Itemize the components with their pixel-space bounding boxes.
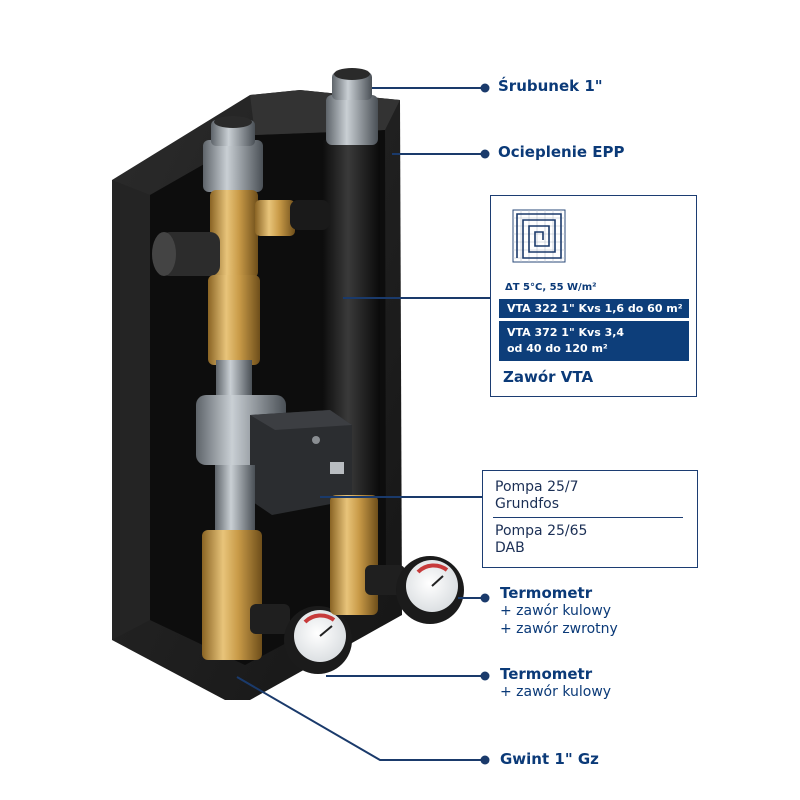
delta-t-text: ΔT 5°C, 55 W/m² — [505, 282, 597, 293]
pump-1-brand: Grundfos — [495, 496, 560, 512]
pump-box: Pompa 25/7 Grundfos Pompa 25/65 DAB — [482, 470, 698, 568]
termometr-1-line1: + zawór kulowy — [500, 603, 612, 619]
leader-lines — [236, 87, 490, 761]
ocieplenie-label: Ocieplenie EPP — [498, 143, 625, 161]
termometr-1-label: Termometr + zawór kulowy + zawór zwrotny — [500, 584, 618, 638]
srubunek-label: Śrubunek 1" — [498, 77, 603, 95]
pump-2-brand: DAB — [495, 540, 525, 556]
termometr-2-line1: + zawór kulowy — [500, 684, 612, 700]
lower-left-valve — [202, 530, 352, 674]
gwint-label: Gwint 1" Gz — [500, 750, 599, 768]
termometr-1-line2: + zawór zwrotny — [500, 621, 618, 637]
vta-option-1: VTA 322 1" Kvs 1,6 do 60 m² — [499, 299, 689, 318]
vta-option-2-line2: od 40 do 120 m² — [507, 342, 608, 355]
vta-option-2: VTA 372 1" Kvs 3,4 od 40 do 120 m² — [499, 321, 689, 361]
pump-1-model: Pompa 25/7 — [495, 479, 579, 495]
lower-right-valve — [330, 495, 464, 624]
termometr-2-title: Termometr — [500, 665, 593, 683]
pump-1: Pompa 25/7 Grundfos — [495, 479, 579, 513]
circulation-pump — [196, 395, 352, 535]
vta-title: Zawór VTA — [503, 368, 594, 386]
floor-heating-spiral-icon — [512, 209, 566, 263]
vta-valve-box: ΔT 5°C, 55 W/m² VTA 322 1" Kvs 1,6 do 60… — [490, 195, 697, 397]
pump-divider — [493, 517, 683, 518]
supply-fittings — [152, 116, 330, 400]
termometr-1-title: Termometr — [500, 584, 593, 602]
pump-2-model: Pompa 25/65 — [495, 523, 588, 539]
vta-option-2-line1: VTA 372 1" Kvs 3,4 — [507, 326, 625, 339]
termometr-2-label: Termometr + zawór kulowy — [500, 665, 611, 701]
pump-2: Pompa 25/65 DAB — [495, 523, 587, 557]
